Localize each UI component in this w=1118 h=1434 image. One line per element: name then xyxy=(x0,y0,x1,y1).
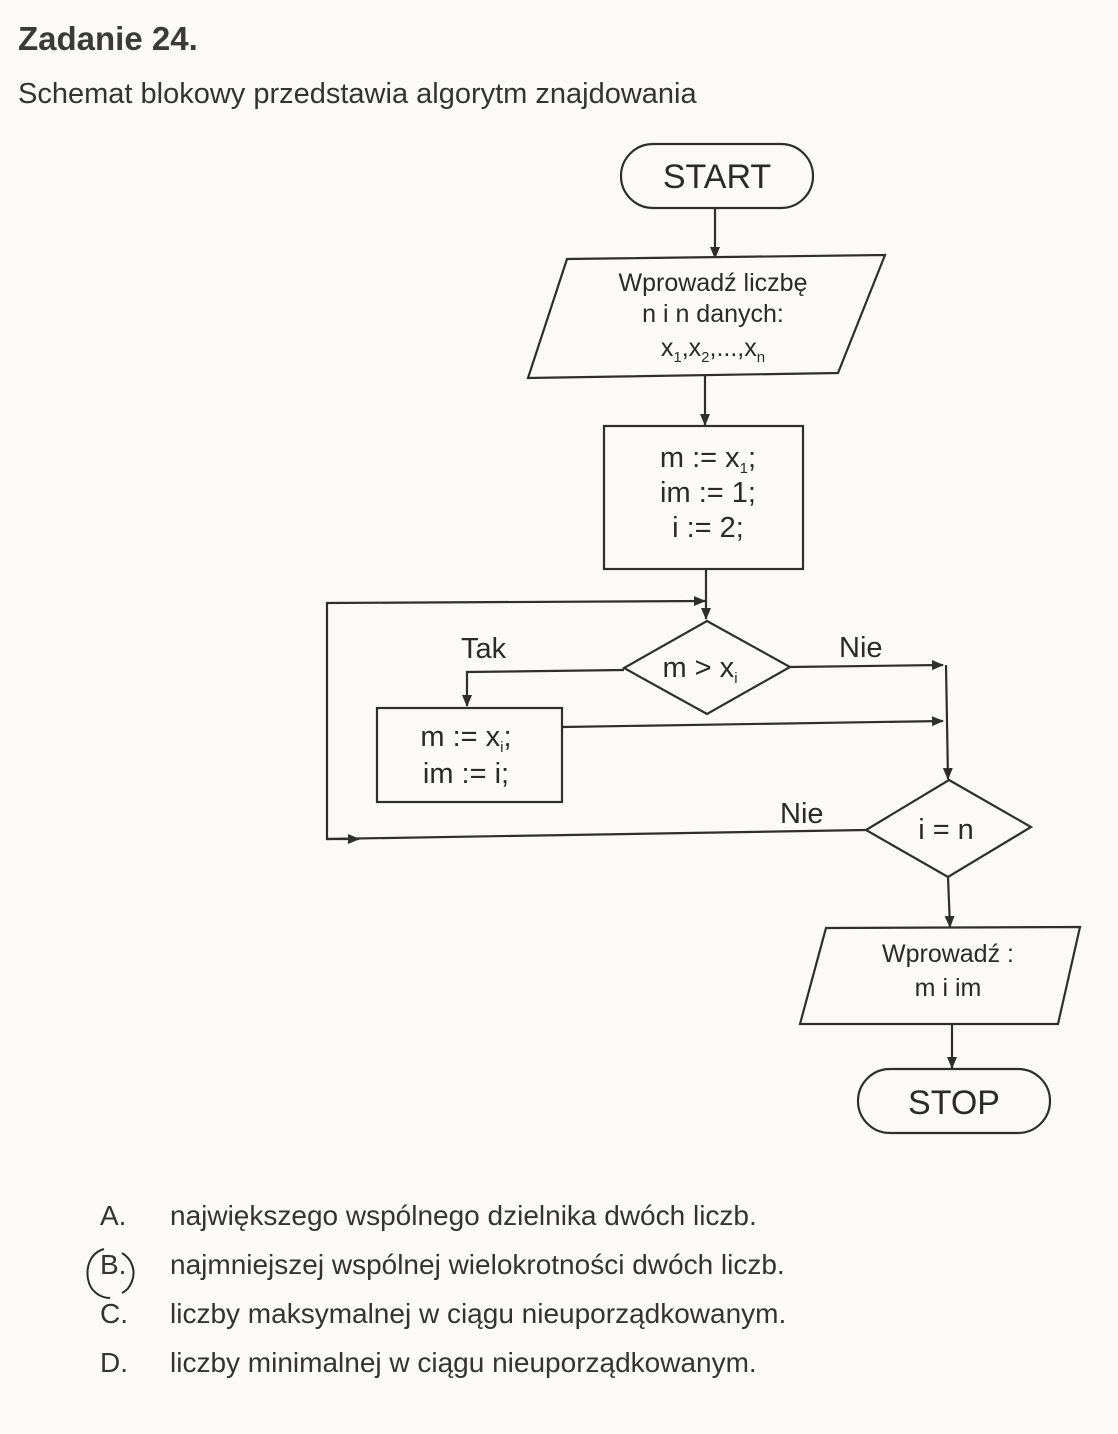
arrow-yes-branch xyxy=(462,668,625,707)
answer-option-d[interactable]: D. liczby minimalnej w ciągu nieuporządk… xyxy=(100,1347,786,1396)
init-line-2: im := 1; xyxy=(660,477,756,509)
output-line-1: Wprowadź : xyxy=(882,940,1014,968)
update-line-1: m := xi; xyxy=(420,721,511,756)
update-line-2: im := i; xyxy=(423,758,509,790)
task-title: Zadanie 24. xyxy=(18,20,198,57)
start-label: START xyxy=(663,158,771,196)
start-terminator: START xyxy=(619,142,815,210)
answer-options: A. największego wspólnego dzielnika dwóc… xyxy=(100,1200,786,1396)
arrow-no-branch-1 xyxy=(789,660,944,671)
output-line-2: m i im xyxy=(915,974,982,1002)
answer-text: największego wspólnego dzielnika dwóch l… xyxy=(170,1200,757,1231)
answer-letter: A. xyxy=(100,1200,127,1231)
answer-letter: C. xyxy=(100,1298,128,1329)
yes-label: Tak xyxy=(461,633,507,665)
arrow-update-to-merge xyxy=(561,716,944,729)
init-line-3: i := 2; xyxy=(672,512,744,544)
answer-letter: D. xyxy=(100,1347,128,1378)
input-line-1: Wprowadź liczbę xyxy=(619,269,808,297)
answer-option-c[interactable]: C. liczby maksymalnej w ciągu nieuporząd… xyxy=(100,1298,786,1347)
input-sequence: x1,x2,...,xn xyxy=(661,334,765,366)
answer-option-b[interactable]: B. najmniejszej wspólnej wielokrotności … xyxy=(100,1249,786,1298)
answer-text: najmniejszej wspólnej wielokrotności dwó… xyxy=(170,1249,785,1280)
update-block: m := xi; im := i; xyxy=(375,706,564,804)
answer-text: liczby minimalnej w ciągu nieuporządkowa… xyxy=(170,1347,757,1378)
seq-x1-base: x xyxy=(661,334,674,362)
seq-xn-sub: n xyxy=(757,349,765,366)
seq-xn-base: x xyxy=(744,334,757,362)
answer-option-a[interactable]: A. największego wspólnego dzielnika dwóc… xyxy=(100,1200,786,1249)
seq-x1-sub: 1 xyxy=(673,349,681,366)
answer-letter: B. xyxy=(100,1249,127,1280)
seq-x2-base: x xyxy=(689,334,702,362)
answer-text: liczby maksymalnej w ciągu nieuporządkow… xyxy=(170,1298,787,1329)
input-line-2: n i n danych: xyxy=(642,300,784,328)
init-block: m := x1; im := 1; i := 2; xyxy=(602,424,805,571)
decision-end-label: i = n xyxy=(918,814,974,846)
arrow-merge-to-decision2 xyxy=(942,664,953,780)
arrow-decision2-to-output xyxy=(944,876,955,928)
task-description: Schemat blokowy przedstawia algorytm zna… xyxy=(18,78,697,110)
decision-end-check: i = n xyxy=(863,778,1034,879)
arrow-no-branch-2 xyxy=(326,828,867,841)
flowchart-diagram: START Wprowadź liczbę n i n danych: x1,x… xyxy=(325,142,1082,1135)
stop-label: STOP xyxy=(908,1084,1000,1122)
stop-terminator: STOP xyxy=(856,1067,1052,1135)
decision-compare-label: m > xi xyxy=(662,652,737,687)
input-block: Wprowadź liczbę n i n danych: x1,x2,...,… xyxy=(526,253,887,380)
no-label-2: Nie xyxy=(780,798,824,830)
seq-ellipsis: ..., xyxy=(716,334,744,362)
decision-compare: m > xi xyxy=(621,619,793,716)
no-label-1: Nie xyxy=(839,632,883,664)
init-line-1: m := x1; xyxy=(660,442,756,477)
output-block: Wprowadź : m i im xyxy=(798,925,1082,1026)
seq-x2-sub: 2 xyxy=(701,349,709,366)
